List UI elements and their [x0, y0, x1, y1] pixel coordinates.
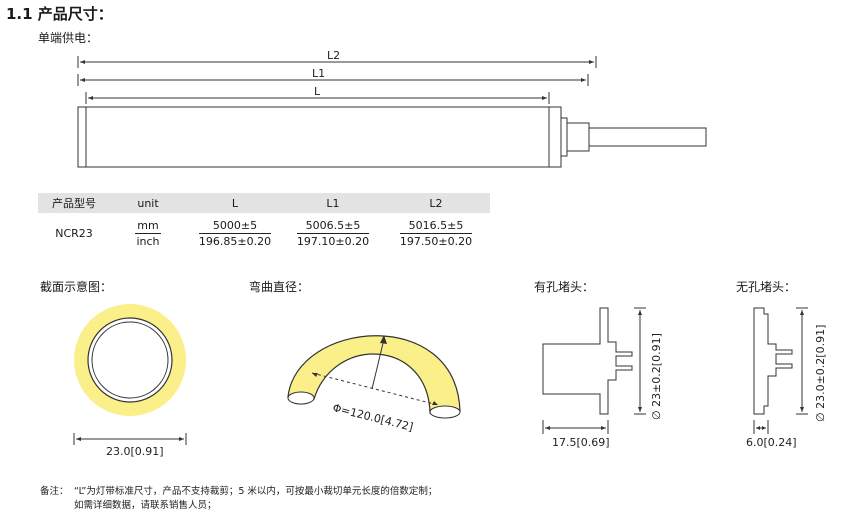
header-model: 产品型号: [38, 193, 110, 213]
dim-label-l2: L2: [327, 49, 340, 62]
length-dimension-drawing: L2 L1 L: [77, 49, 707, 168]
value-l-mm: 5000±5: [198, 218, 272, 234]
cap-nohole-drawing: ∅ 23.0±0.2[0.91] 6.0[0.24]: [746, 307, 827, 449]
cap-hole-width-label: 17.5[0.69]: [552, 436, 610, 449]
power-supply-subtitle: 单端供电：: [38, 31, 99, 45]
cap-hole-drawing: ∅ 23±0.2[0.91] 17.5[0.69]: [542, 307, 663, 449]
cap-nohole-height-label: ∅ 23.0±0.2[0.91]: [814, 325, 827, 422]
cap-nohole-width-label: 6.0[0.24]: [746, 436, 797, 449]
bend-diameter-label: Φ=120.0[4.72]: [331, 401, 414, 434]
cap-hole-height-label: ∅ 23±0.2[0.91]: [650, 333, 663, 420]
cross-width-label: 23.0[0.91]: [106, 445, 164, 458]
dim-label-l: L: [314, 85, 321, 98]
model-cell: NCR23: [55, 226, 93, 240]
header-l1: L1: [284, 193, 382, 213]
bend-diameter-drawing: Φ=120.0[4.72]: [287, 335, 461, 434]
value-l2-inch: 197.50±0.20: [399, 234, 473, 248]
dim-label-l1: L1: [312, 67, 325, 80]
value-l1-inch: 197.10±0.20: [296, 234, 370, 248]
header-unit: unit: [110, 193, 186, 213]
unit-inch: inch: [136, 234, 160, 248]
table-header-row: 产品型号 unit L L1 L2: [38, 193, 490, 213]
cross-section-caption: 截面示意图：: [40, 280, 113, 294]
unit-mm: mm: [135, 218, 161, 234]
value-l2-mm: 5016.5±5: [399, 218, 473, 234]
section-title: 1.1 产品尺寸：: [6, 5, 113, 23]
notes-label: 备注：: [40, 486, 69, 497]
cap-hole-caption: 有孔堵头：: [534, 280, 595, 294]
header-l2: L2: [382, 193, 490, 213]
value-l-inch: 196.85±0.20: [198, 234, 272, 248]
cross-section-drawing: 23.0[0.91]: [73, 304, 187, 458]
cap-nohole-caption: 无孔堵头：: [736, 280, 797, 294]
notes-line-1: “L”为灯带标准尺寸，产品不支持裁剪；5 米以内，可按最小裁切单元长度的倍数定制…: [74, 486, 438, 497]
header-l: L: [186, 193, 284, 213]
notes-line-2: 如需详细数据，请联系销售人员；: [74, 500, 217, 511]
value-l1-mm: 5006.5±5: [296, 218, 370, 234]
bend-diameter-caption: 弯曲直径：: [249, 280, 310, 294]
